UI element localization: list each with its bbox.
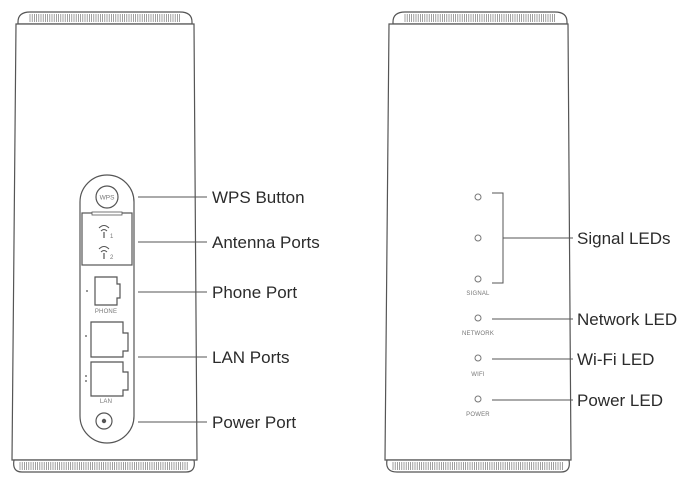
lan-ports-callout: LAN Ports bbox=[212, 348, 289, 367]
signal-led-label: SIGNAL bbox=[466, 291, 490, 297]
phone-port-label: PHONE bbox=[95, 309, 117, 315]
front-body bbox=[384, 23, 572, 461]
power-port-callout: Power Port bbox=[212, 413, 296, 432]
antenna-2-icon: 2 bbox=[98, 246, 114, 261]
antenna-ports-callout: Antenna Ports bbox=[212, 233, 320, 252]
network-led-label: NETWORK bbox=[462, 331, 494, 337]
power-led: POWER bbox=[466, 395, 490, 418]
power-led-callout: Power LED bbox=[577, 391, 663, 410]
router-back-view: WPS 1 2 PHONE bbox=[11, 11, 320, 473]
antenna-1-label: 1 bbox=[110, 234, 114, 240]
antenna-ports: 1 2 bbox=[81, 211, 133, 266]
phone-port: PHONE bbox=[86, 276, 121, 315]
wps-button: WPS bbox=[95, 185, 119, 209]
antenna-1-icon: 1 bbox=[98, 225, 114, 240]
signal-led-2 bbox=[474, 234, 482, 242]
router-front-view: SIGNAL NETWORK WIFI POWER Signal LEDs Ne… bbox=[384, 11, 677, 473]
signal-led-3 bbox=[474, 275, 482, 283]
network-led-callout: Network LED bbox=[577, 310, 677, 329]
wifi-led-callout: Wi-Fi LED bbox=[577, 350, 654, 369]
signal-leds: SIGNAL bbox=[466, 193, 490, 297]
lan-ports: LAN bbox=[85, 321, 129, 405]
power-led-label: POWER bbox=[466, 412, 490, 418]
phone-port-callout: Phone Port bbox=[212, 283, 297, 302]
wifi-led: WIFI bbox=[471, 354, 485, 378]
front-bottom-grille bbox=[386, 14, 570, 473]
wps-button-callout: WPS Button bbox=[212, 188, 305, 207]
signal-led-1 bbox=[474, 193, 482, 201]
signal-leds-callout: Signal LEDs bbox=[577, 229, 671, 248]
power-port bbox=[95, 412, 113, 430]
lan-port-label: LAN bbox=[100, 399, 112, 405]
wifi-led-label: WIFI bbox=[471, 372, 485, 378]
back-bottom-grille bbox=[13, 14, 195, 473]
antenna-2-label: 2 bbox=[110, 255, 114, 261]
wps-button-label: WPS bbox=[100, 195, 115, 202]
network-led: NETWORK bbox=[462, 314, 494, 337]
